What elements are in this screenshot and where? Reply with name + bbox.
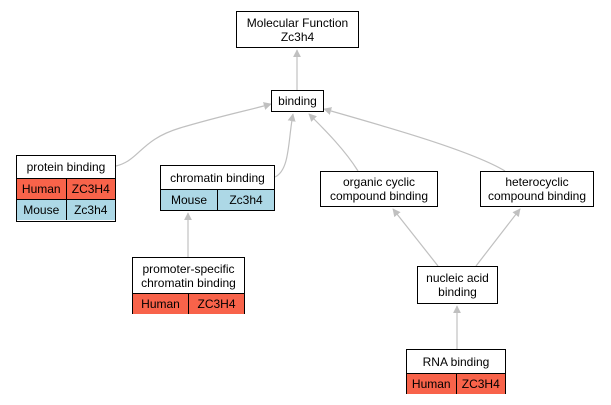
species-row-mouse: Mouse Zc3h4 xyxy=(17,199,115,220)
edge-heterocyclic-to-binding xyxy=(323,107,506,172)
edge-protein-binding-to-binding xyxy=(115,102,272,167)
node-title: binding xyxy=(278,94,317,108)
node-molecular-function: Molecular Function Zc3h4 xyxy=(236,11,359,48)
node-title: organic cyclic compound binding xyxy=(329,175,429,203)
edge-chromatin-binding-to-binding xyxy=(274,113,296,178)
species-cell: Human xyxy=(141,297,180,311)
edge-organic-cyclic-to-binding xyxy=(308,113,359,172)
edge-nucleic-to-organic xyxy=(392,208,439,267)
node-title: nucleic acid binding xyxy=(426,271,489,299)
node-title: protein binding xyxy=(26,160,106,174)
node-title: promoter-specific chromatin binding xyxy=(141,261,236,290)
node-promoter-specific-chromatin-binding: promoter-specific chromatin binding Huma… xyxy=(132,257,245,314)
species-row-human: Human ZC3H4 xyxy=(407,373,505,394)
node-nucleic-acid-binding: nucleic acid binding xyxy=(417,266,498,304)
node-organic-cyclic-compound-binding: organic cyclic compound binding xyxy=(320,171,438,207)
species-cell: Mouse xyxy=(170,193,208,207)
node-title: chromatin binding xyxy=(170,170,265,185)
node-chromatin-binding: chromatin binding Mouse Zc3h4 xyxy=(160,165,275,211)
gene-cell: Zc3h4 xyxy=(217,190,274,210)
species-row-mouse: Mouse Zc3h4 xyxy=(161,189,274,210)
species-cell: Human xyxy=(21,182,61,196)
gene-cell: ZC3H4 xyxy=(65,179,116,199)
node-title: Molecular Function Zc3h4 xyxy=(246,15,349,44)
node-protein-binding: protein binding Human ZC3H4 Mouse Zc3h4 xyxy=(16,155,116,222)
gene-cell: ZC3H4 xyxy=(455,374,506,394)
species-row-human: Human ZC3H4 xyxy=(17,178,115,199)
node-title: heterocyclic compound binding xyxy=(487,175,587,203)
edge-nucleic-to-heterocyclic xyxy=(475,208,521,267)
node-title: RNA binding xyxy=(422,354,490,369)
gene-cell: Zc3h4 xyxy=(65,200,116,220)
gene-cell: ZC3H4 xyxy=(188,294,244,314)
species-cell: Human xyxy=(411,377,451,391)
node-heterocyclic-compound-binding: heterocyclic compound binding xyxy=(480,171,594,207)
species-row-human: Human ZC3H4 xyxy=(133,293,244,314)
node-binding: binding xyxy=(271,90,324,112)
node-rna-binding: RNA binding Human ZC3H4 xyxy=(406,349,506,394)
species-cell: Mouse xyxy=(23,203,60,217)
